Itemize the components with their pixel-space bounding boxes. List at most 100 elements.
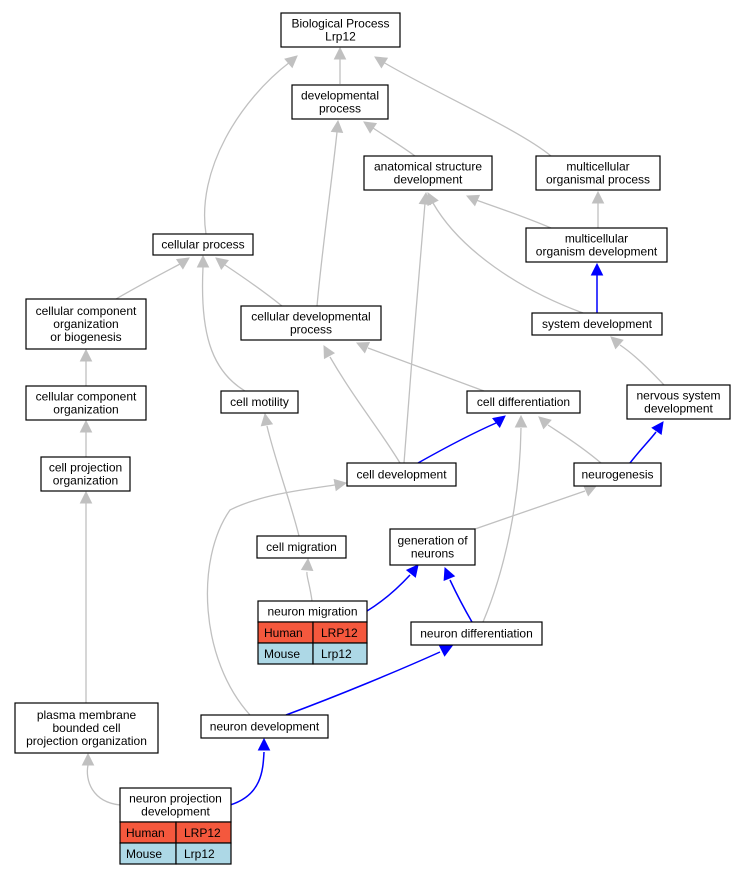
- node-label-line: neurogenesis: [581, 468, 653, 482]
- node-label-line: neuron projection: [129, 792, 222, 806]
- node-label-line: multicellular: [565, 232, 628, 246]
- node-label-line: cellular process: [161, 238, 244, 252]
- go-term-cell-differentiation[interactable]: cell differentiation: [466, 390, 581, 414]
- node-label-line: neuron differentiation: [420, 627, 533, 641]
- edge-arrowhead-24: [582, 485, 598, 497]
- edge-arrowhead-6: [591, 190, 605, 204]
- node-box: [25, 298, 147, 350]
- edge-arrowhead-1: [374, 56, 389, 69]
- node-label-line: organization: [53, 474, 118, 488]
- node-box: [25, 385, 147, 421]
- node-box: [152, 233, 254, 256]
- node-label-line: cellular developmental: [251, 310, 370, 324]
- node-label-line: organization: [53, 317, 118, 331]
- edge-29: [285, 651, 441, 716]
- edge-21: [547, 424, 602, 464]
- node-label-line: development: [644, 402, 713, 416]
- go-term-cell-development[interactable]: cell development: [346, 462, 457, 487]
- go-term-neuron-development[interactable]: neuron development: [200, 714, 329, 739]
- node-box: [40, 456, 131, 492]
- edge-arrowhead-8: [418, 191, 432, 206]
- edge-arrowhead-13: [175, 257, 190, 270]
- node-label-line: plasma membrane: [37, 708, 137, 722]
- go-term-cell-migration[interactable]: cell migration: [256, 535, 347, 559]
- go-term-cellular-process[interactable]: cellular process: [152, 233, 254, 256]
- edge-13: [115, 263, 181, 300]
- edge-arrowhead-23: [651, 421, 664, 436]
- node-label-line: nervous system: [636, 389, 720, 403]
- edge-arrowhead-11: [79, 419, 93, 433]
- species-label: Human: [264, 626, 303, 640]
- edge-15: [201, 266, 246, 392]
- node-box: [410, 621, 543, 646]
- node-label-line: projection organization: [26, 734, 147, 748]
- node-box: [220, 390, 299, 414]
- node-box: [14, 702, 159, 754]
- edge-arrowhead-12: [79, 490, 93, 504]
- gene-label: Lrp12: [184, 847, 215, 861]
- node-label-line: cell differentiation: [477, 395, 570, 409]
- node-label-line: cell projection: [49, 461, 122, 475]
- edge-arrowhead-25: [300, 557, 314, 571]
- edge-arrowhead-14: [215, 257, 229, 271]
- gene-label: LRP12: [321, 626, 358, 640]
- node-box: [525, 227, 668, 263]
- edge-arrowhead-3: [363, 121, 378, 134]
- node-label-line: cellular component: [36, 304, 137, 318]
- edge-arrowhead-5: [465, 194, 481, 207]
- node-box: [531, 312, 663, 336]
- gene-cell: [175, 842, 232, 865]
- edge-1: [382, 61, 552, 157]
- node-label-line: system development: [542, 317, 653, 331]
- node-label-line: neuron migration: [267, 605, 357, 619]
- edge-arrowhead-27: [443, 566, 456, 582]
- edge-24: [474, 490, 586, 530]
- node-label-line: or biogenesis: [50, 330, 121, 344]
- node-label-line: anatomical structure: [374, 160, 482, 174]
- go-term-neuron-differentiation[interactable]: neuron differentiation: [410, 621, 543, 646]
- edge-25: [306, 571, 313, 602]
- go-term-neurogenesis[interactable]: neurogenesis: [573, 462, 662, 487]
- edge-2: [204, 61, 291, 235]
- edge-28: [206, 484, 336, 716]
- node-label-line: cellular component: [36, 390, 137, 404]
- edge-7: [432, 202, 584, 314]
- node-label-line: cell migration: [266, 540, 337, 554]
- node-box: [240, 305, 382, 341]
- node-box: [466, 390, 581, 414]
- node-label-line: cell motility: [230, 395, 289, 409]
- edge-14: [224, 264, 283, 307]
- edge-arrowhead-10: [79, 348, 93, 362]
- node-label-line: process: [319, 102, 361, 116]
- node-box: [280, 12, 401, 48]
- edge-3: [372, 127, 416, 157]
- edge-4: [316, 131, 338, 307]
- edge-17: [329, 356, 401, 464]
- go-term-system-development[interactable]: system development: [531, 312, 663, 336]
- go-term-cell-motility[interactable]: cell motility: [220, 390, 299, 414]
- edge-23: [629, 431, 657, 464]
- edge-arrowhead-18: [610, 336, 624, 350]
- node-label-line: cell development: [356, 468, 447, 482]
- edge-27: [449, 579, 473, 623]
- edge-16: [367, 347, 485, 392]
- node-label-line: neuron development: [210, 720, 320, 734]
- edge-8: [403, 202, 426, 464]
- edge-19: [266, 425, 300, 537]
